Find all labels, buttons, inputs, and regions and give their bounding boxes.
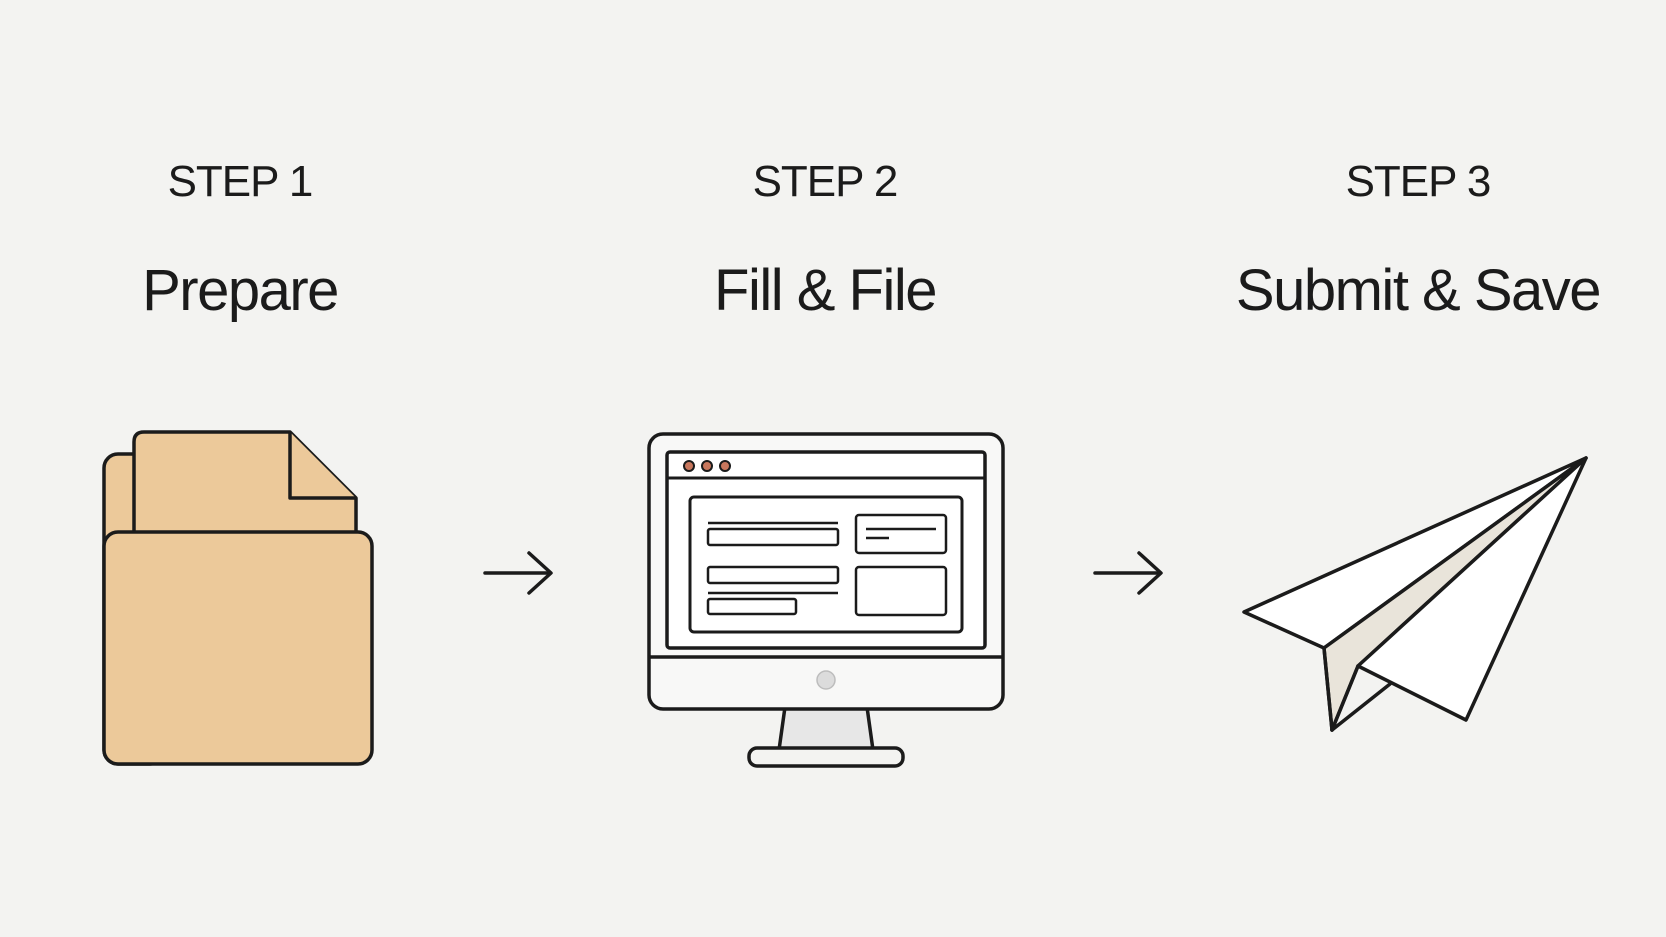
step-3-label: STEP 3	[1345, 157, 1492, 206]
plane-right-wing	[1358, 458, 1586, 720]
monitor-power-dot	[817, 671, 835, 689]
step-2-title: Fill & File	[714, 258, 937, 323]
arrow-right-icon	[1093, 548, 1165, 598]
form-field-2	[708, 567, 838, 583]
monitor-neck	[779, 707, 873, 750]
document-folded-corner	[290, 432, 356, 498]
arrow-right-icon	[483, 548, 555, 598]
monitor-icon	[645, 430, 1007, 772]
step-1-title: Prepare	[142, 258, 339, 323]
paper-plane-icon	[1240, 452, 1602, 738]
step-2-label: STEP 2	[752, 157, 899, 206]
step-3-title: Submit & Save	[1235, 258, 1602, 323]
monitor-base	[749, 748, 903, 766]
folder-front-panel	[104, 532, 372, 764]
window-dot-3	[720, 461, 730, 471]
window-dot-1	[684, 461, 694, 471]
window-dot-2	[702, 461, 712, 471]
folder-icon	[98, 426, 380, 771]
form-field-3	[708, 599, 796, 614]
form-side-box-2	[856, 567, 946, 615]
form-side-box-1	[856, 515, 946, 553]
step-1-label: STEP 1	[167, 157, 314, 206]
form-field-1	[708, 529, 838, 545]
